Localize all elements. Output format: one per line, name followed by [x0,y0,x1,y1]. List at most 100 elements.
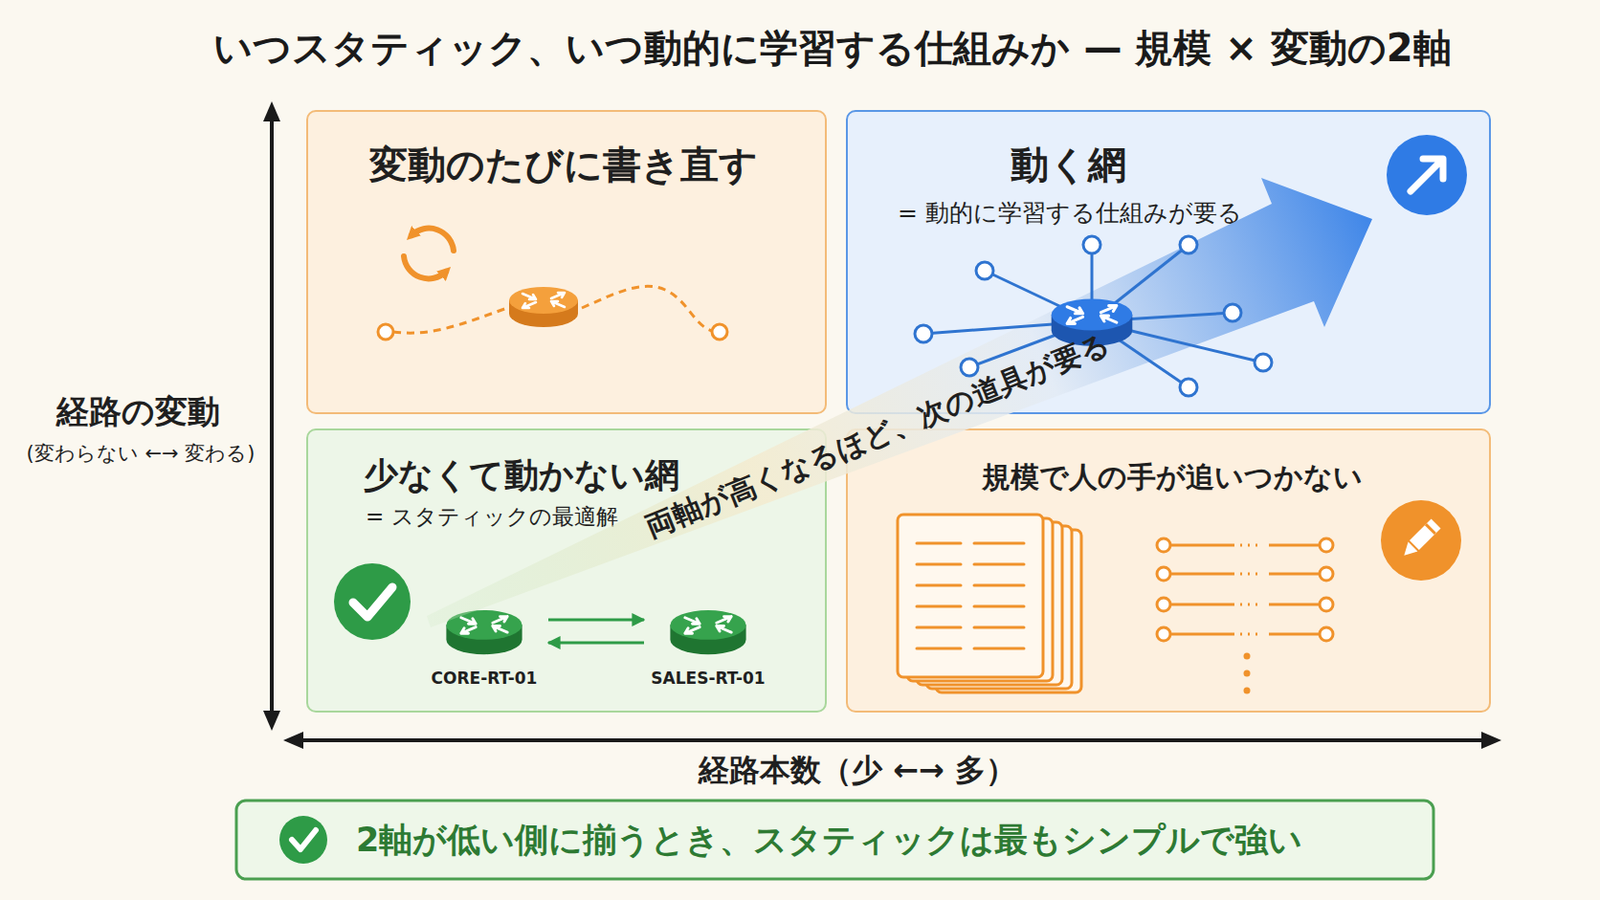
quadrant-box: 少なくて動かない網= スタティックの最適解CORE-RT-01SALES-RT-… [306,428,827,713]
spoke [1091,321,1264,363]
route-line [1240,603,1264,607]
route-ends [1156,538,1334,642]
trend-badge-arrow [1410,158,1444,192]
quadrant-subtitle: = スタティックの最適解 [365,503,768,532]
axis-title: 経路本数（少 ←→ 多） [551,751,1164,790]
spoke-end [1179,236,1198,254]
pencil-icon [1399,518,1441,560]
route-line [1170,633,1235,637]
link-arrow [548,619,645,623]
router-icon [442,601,527,662]
check-mark [353,587,393,618]
document-sheet [935,530,1082,693]
spoke [1090,244,1094,322]
text-line [974,563,1024,567]
spoke-end [976,262,994,280]
axis-arrowhead [1481,732,1502,750]
spoke-end [1254,354,1272,372]
route-end [1156,598,1171,612]
quadrant-box: 規模で人の手が追いつかない [845,428,1491,713]
refresh-arc [411,228,454,251]
route-end [1319,598,1334,612]
text-line [974,584,1024,588]
text-line [974,605,1024,609]
route-line [1268,573,1320,577]
spoke [923,321,1092,334]
router-node: CORE-RT-01 [422,601,547,698]
route-line [1268,603,1320,607]
spoke-ends [914,236,1272,397]
router-label: SALES-RT-01 [645,668,771,689]
route-list [1170,545,1320,635]
router-icon [509,287,578,328]
quadrant-box: 動く網 = 動的に学習する仕組みが要る [845,110,1491,415]
quadrant-subtitle: = 動的に学習する仕組みが要る [897,198,1434,228]
text-line [916,542,961,546]
quadrant-box: 変動のたびに書き直す [306,110,827,415]
spoke-end [960,358,978,377]
router-shape [445,610,522,655]
dashed-route [581,286,712,332]
check-badge [279,816,328,865]
router-node: SALES-RT-01 [645,601,771,698]
dashed-route [393,308,508,334]
dot [1244,653,1251,661]
text-line [916,647,961,651]
route-line [1240,544,1264,548]
route-line [1240,573,1264,577]
route-line [1170,573,1235,577]
spoke [1091,244,1189,322]
pencil-band [1425,524,1436,534]
document-sheet [907,518,1053,682]
route-end [1319,627,1334,642]
route-end [377,324,394,340]
text-line [974,647,1024,651]
spoke [1091,321,1189,388]
route-line [1170,544,1235,548]
route-end [1156,538,1171,553]
route-end [1319,538,1334,553]
spoke-end [1223,304,1242,322]
x-axis [298,738,1487,743]
route-line [1268,544,1320,548]
route-line [1240,633,1264,637]
router-label: CORE-RT-01 [422,668,547,689]
spoke [1091,312,1233,322]
more-dots [1244,653,1251,695]
text-line [916,584,961,588]
link-arrow [548,642,645,645]
y-axis [269,116,274,716]
spokes [923,244,1264,388]
trend-badge [1386,134,1467,216]
pencil-tip [1399,542,1418,561]
route-end [1319,567,1334,581]
text-line [974,542,1024,546]
route-line [1170,603,1235,607]
trend-arrow [426,177,1373,628]
axis-arrowhead [263,711,281,732]
refresh-icon [403,228,454,280]
route-end [1156,627,1171,642]
spoke [969,321,1092,368]
axis-range: (変わらない ←→ 変わる) [1,441,280,467]
router-shape [669,610,746,655]
quadrant-heading: 規模で人の手が追いつかない [981,459,1461,496]
edit-badge [1380,500,1462,581]
changing-route [393,286,712,334]
router-icon [1051,299,1134,347]
document-sheet [897,514,1044,678]
document-stack [897,514,1082,693]
dot [1244,688,1251,695]
route-line [1268,633,1320,637]
dot [1244,670,1251,678]
pencil-body [1409,518,1442,551]
document-sheet [926,526,1072,689]
check-mark [291,830,316,850]
quadrant-heading: 動く網 [1010,140,1298,189]
axis-title: 経路の変動 [3,391,272,433]
axis-arrowhead [263,101,281,122]
document-lines [916,543,1024,649]
caption: 2軸が低い側に揃うとき、スタティックは最もシンプルで強い [355,820,1419,861]
axis-arrowhead [283,732,304,750]
